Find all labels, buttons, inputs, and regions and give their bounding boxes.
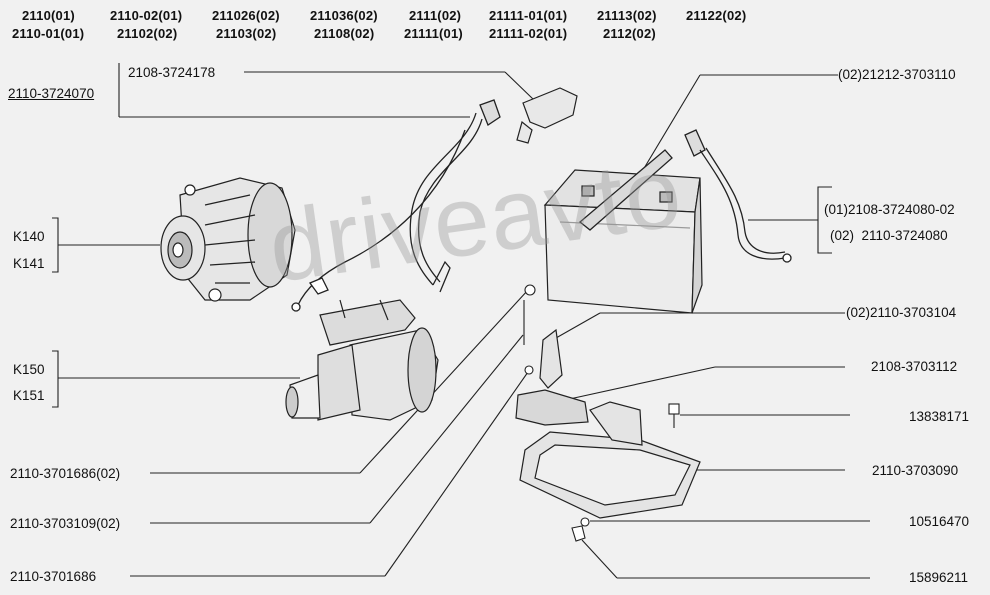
part-number-right-7: 10516470 xyxy=(909,514,970,529)
part-number-right-6: 2110-3703090 xyxy=(872,463,959,478)
part-number-main: 2110-3724070 xyxy=(8,86,95,101)
part-number-right-8: 15896211 xyxy=(909,570,969,585)
part-number-right-3: (02)2110-3703104 xyxy=(846,305,957,320)
header-code: 2110-01(01) xyxy=(12,26,85,41)
part-number-right-1: (02)21212-3703110 xyxy=(838,67,956,82)
header-code: 211026(02) xyxy=(212,8,280,23)
ref-k141: K141 xyxy=(13,256,45,271)
header-code: 2112(02) xyxy=(603,26,656,41)
header-code: 21111-01(01) xyxy=(489,8,568,23)
header-code: 21108(02) xyxy=(314,26,375,41)
header-code: 21102(02) xyxy=(117,26,178,41)
header-code: 21113(02) xyxy=(597,8,657,23)
part-number-left-2: 2110-3703109(02) xyxy=(10,516,121,531)
header-code: 21103(02) xyxy=(216,26,277,41)
header-code: 2110(01) xyxy=(22,8,75,23)
part-number-left-1: 2110-3701686(02) xyxy=(10,466,121,481)
part-number-cap: 2108-3724178 xyxy=(128,65,216,80)
header-code: 2111(02) xyxy=(409,8,462,23)
header-code: 21111(01) xyxy=(404,26,463,41)
part-number-right-2a: (01)2108-3724080-02 xyxy=(824,202,955,217)
part-number-right-5: 13838171 xyxy=(909,409,970,424)
part-number-right-4: 2108-3703112 xyxy=(871,359,958,374)
header-code: 211036(02) xyxy=(310,8,378,23)
ref-k150: K150 xyxy=(13,362,45,377)
part-number-left-3: 2110-3701686 xyxy=(10,569,97,584)
ref-k140: K140 xyxy=(13,229,45,244)
ref-k151: K151 xyxy=(13,388,45,403)
part-number-right-2b: (02) 2110-3724080 xyxy=(830,228,948,243)
header-code: 21122(02) xyxy=(686,8,747,23)
header-code: 21111-02(01) xyxy=(489,26,568,41)
header-code: 2110-02(01) xyxy=(110,8,183,23)
